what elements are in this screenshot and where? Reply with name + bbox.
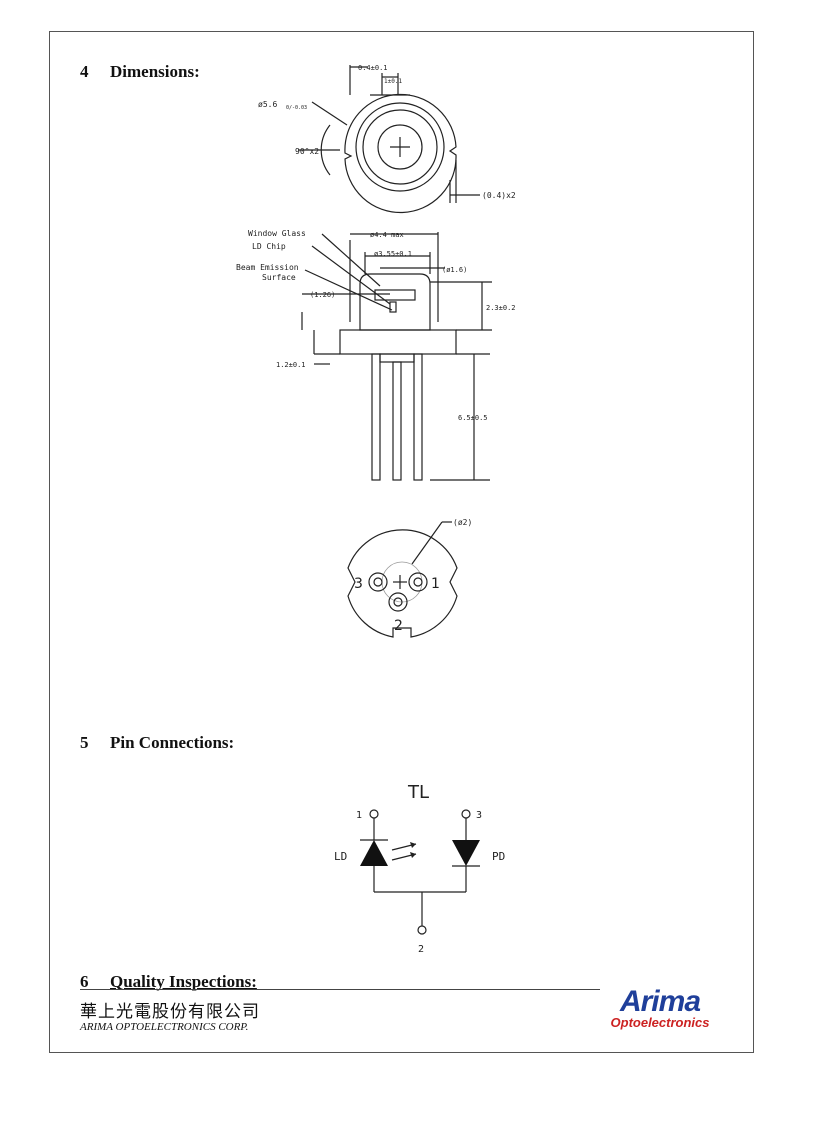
dim-circle: (ø2) — [453, 518, 472, 527]
dim-window: (ø1.6) — [442, 266, 467, 274]
schematic-pin-3: 3 — [476, 810, 482, 821]
section-label: Quality Inspections: — [110, 972, 257, 991]
label-window-glass: Window Glass — [248, 229, 306, 238]
label-beam-1: Beam Emission — [236, 263, 299, 272]
dim-flange: 1.2±0.1 — [276, 361, 306, 369]
ld-diode-symbol — [360, 840, 388, 866]
dim-angle: 90°x2 — [295, 147, 319, 156]
lead-2 — [392, 361, 402, 481]
section-pins-title: 5 Pin Connections: — [80, 733, 234, 753]
logo-main-text: Arima — [619, 985, 701, 1018]
logo-sub-text: Optoelectronics — [610, 1015, 710, 1030]
side-view-drawing: Window Glass LD Chip Beam Emission Surfa… — [236, 229, 516, 481]
section-number: 6 — [80, 972, 89, 991]
dim-width: 0.4±0.1 — [358, 64, 388, 72]
pin-schematic: TL 1 3 2 LD PD — [334, 782, 505, 955]
section-label: Dimensions: — [110, 62, 200, 81]
schematic-title: TL — [407, 782, 429, 803]
bottom-pin-3: 3 — [354, 576, 363, 592]
base-outline — [347, 529, 458, 638]
schematic-pin-1: 1 — [356, 810, 362, 821]
schematic-label-ld: LD — [334, 850, 347, 863]
pd-diode-symbol — [452, 840, 480, 866]
label-beam-2: Surface — [262, 273, 296, 282]
dim-height: 2.3±0.2 — [486, 304, 516, 312]
dim-cap: ø4.4 max — [370, 231, 404, 239]
schematic-label-pd: PD — [492, 850, 505, 863]
section-number: 5 — [80, 733, 89, 752]
dim-diameter-tol: 0/-0.03 — [286, 105, 307, 111]
cap-outline — [359, 273, 431, 331]
dim-emission: (1.26) — [310, 291, 335, 299]
dim-pitch: 1±0.1 — [384, 78, 402, 85]
company-name-chinese: 華上光電股份有限公司 — [80, 1002, 260, 1022]
section-number: 4 — [80, 62, 89, 81]
dim-body: ø3.55±0.1 — [374, 250, 412, 258]
flange-outline — [344, 93, 457, 214]
dim-diameter: ø5.6 — [258, 100, 277, 109]
dim-leads: 6.5±0.5 — [458, 414, 488, 422]
top-view-drawing: 0.4±0.1 1±0.1 ø5.6 0/-0.03 90°x2 (0.4)x2 — [258, 64, 516, 214]
bottom-view-drawing: (ø2) 3 1 2 — [347, 518, 472, 638]
dim-notch: (0.4)x2 — [482, 191, 516, 200]
section-label: Pin Connections: — [110, 733, 235, 752]
page-border — [49, 31, 754, 1053]
bottom-pin-2: 2 — [394, 618, 403, 634]
arima-logo: Arima Optoelectronics — [590, 985, 730, 1033]
flange — [339, 329, 457, 355]
section-quality-title: 6 Quality Inspections: — [80, 972, 257, 992]
section-dimensions-title: 4 Dimensions: — [80, 62, 200, 82]
company-name-english: ARIMA OPTOELECTRONICS CORP. — [80, 1021, 249, 1033]
label-ld-chip: LD Chip — [252, 242, 286, 251]
bottom-pin-1: 1 — [431, 576, 440, 592]
footer-rule — [80, 989, 600, 990]
ld-chip — [389, 301, 397, 313]
lead-1 — [413, 353, 423, 481]
lead-3 — [371, 353, 381, 481]
schematic-pin-2: 2 — [418, 944, 424, 955]
